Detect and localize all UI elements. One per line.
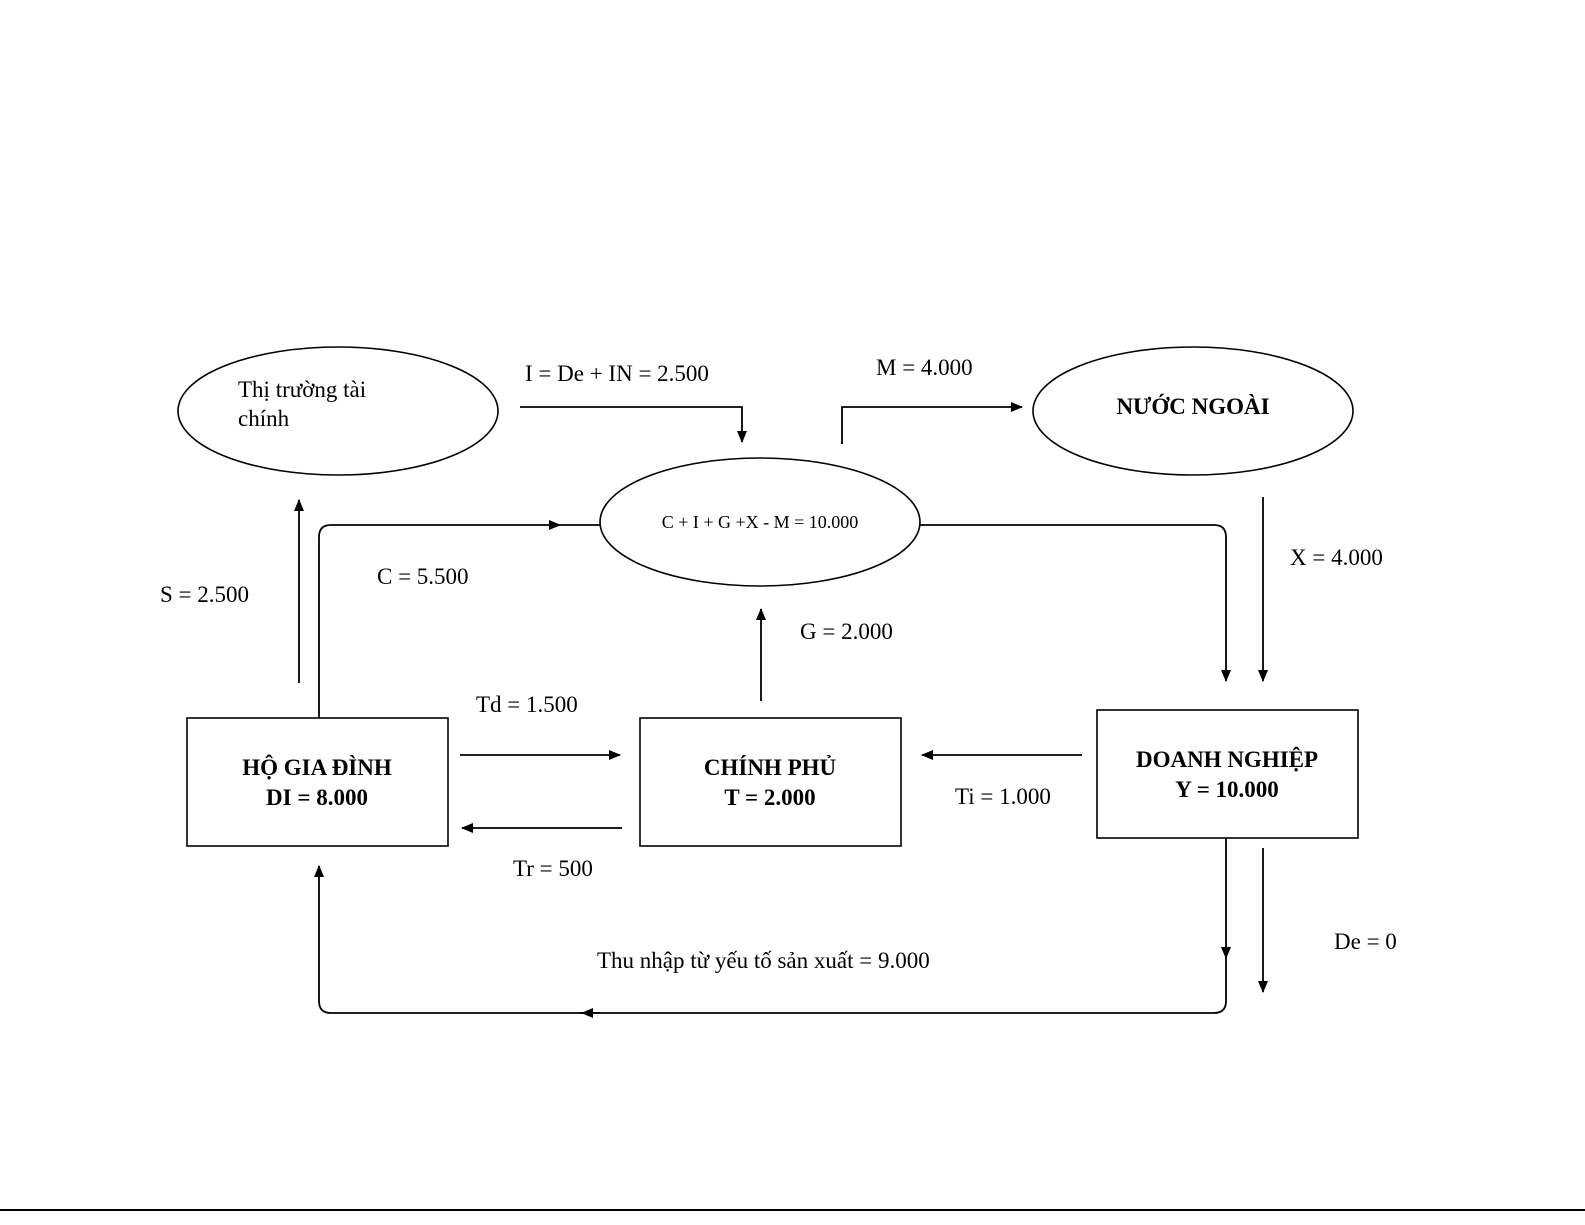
- imports-label: M = 4.000: [876, 355, 973, 380]
- foreign-node: NƯỚC NGOÀI: [1033, 347, 1353, 475]
- transfers-label: Tr = 500: [513, 856, 593, 881]
- financial-market-label-line1: Thị trường tài: [238, 377, 366, 402]
- foreign-label: NƯỚC NGOÀI: [1116, 393, 1269, 419]
- factor-income-arrow-up: [319, 866, 582, 1013]
- depreciation-label: De = 0: [1334, 929, 1397, 954]
- exports-label: X = 4.000: [1290, 545, 1383, 570]
- savings-label: S = 2.500: [160, 582, 249, 607]
- financial-market-label-line2: chính: [238, 406, 290, 431]
- government-tax: T = 2.000: [724, 785, 815, 810]
- investment-arrow: [520, 407, 742, 442]
- imports-arrow: [842, 407, 1022, 444]
- aggregate-to-firm-arrow: [920, 525, 1226, 681]
- consumption-arrow: [319, 525, 560, 718]
- consumption-label: C = 5.500: [377, 564, 469, 589]
- gov-spending-label: G = 2.000: [800, 619, 893, 644]
- household-income: DI = 8.000: [266, 785, 368, 810]
- aggregate-demand-label: C + I + G +X - M = 10.000: [662, 512, 859, 532]
- household-node: HỘ GIA ĐÌNH DI = 8.000: [187, 718, 448, 846]
- aggregate-demand-node: C + I + G +X - M = 10.000: [600, 458, 920, 586]
- household-title: HỘ GIA ĐÌNH: [242, 755, 392, 780]
- investment-label: I = De + IN = 2.500: [525, 361, 709, 386]
- government-node: CHÍNH PHỦ T = 2.000: [640, 718, 901, 846]
- firm-output: Y = 10.000: [1175, 777, 1279, 802]
- government-title: CHÍNH PHỦ: [704, 755, 837, 780]
- firm-title: DOANH NGHIỆP: [1136, 747, 1318, 772]
- page-bottom-rule: [0, 1209, 1585, 1211]
- firm-node: DOANH NGHIỆP Y = 10.000: [1097, 710, 1358, 838]
- indirect-tax-label: Ti = 1.000: [955, 784, 1051, 809]
- financial-market-node: Thị trường tài chính: [178, 347, 498, 475]
- direct-tax-label: Td = 1.500: [476, 692, 578, 717]
- factor-income-label: Thu nhập từ yếu tố sản xuất = 9.000: [597, 948, 930, 973]
